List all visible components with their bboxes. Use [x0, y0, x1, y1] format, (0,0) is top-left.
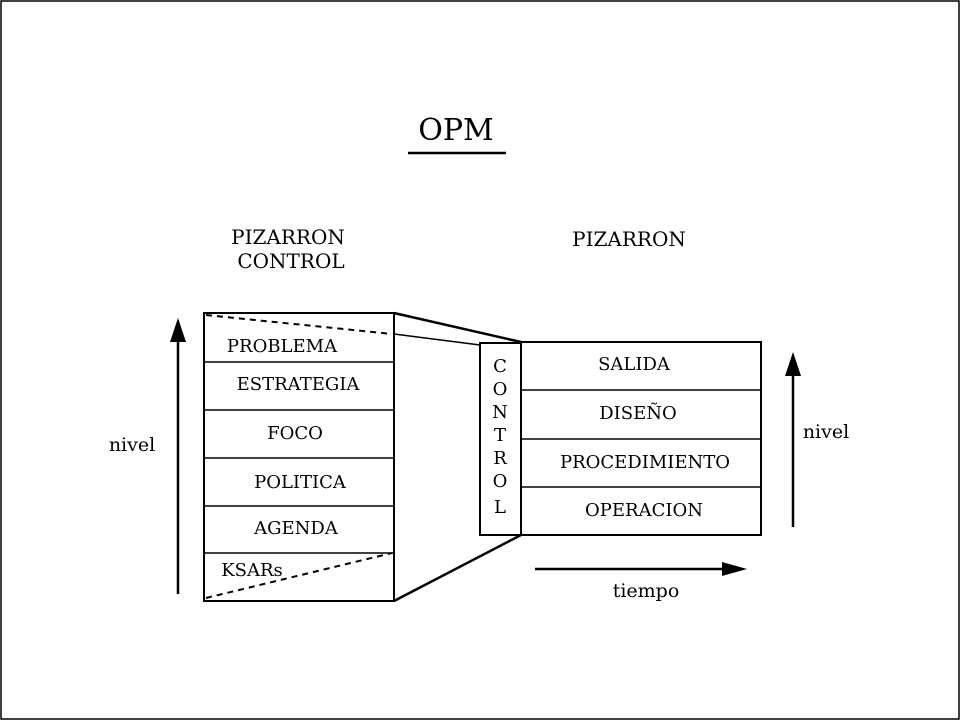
level-estrategia: ESTRATEGIA: [237, 374, 361, 395]
diagram-title: OPM: [418, 113, 494, 148]
level-problema: PROBLEMA: [227, 336, 338, 357]
domain-blackboard-column: SALIDA DISEÑO PROCEDIMIENTO OPERACION: [520, 341, 762, 536]
control-letter: O: [493, 471, 508, 492]
left-header-line-1: PIZARRON: [231, 225, 345, 249]
left-header-line-2: CONTROL: [237, 249, 344, 273]
control-letter: O: [493, 379, 508, 400]
control-letter: C: [493, 356, 507, 377]
control-strip-frame: [479, 342, 522, 536]
connector-inner-top: [393, 333, 481, 346]
level-agenda: AGENDA: [253, 518, 339, 539]
control-letter: N: [492, 402, 508, 423]
control-blackboard-column: PROBLEMA ESTRATEGIA FOCO POLITICA AGENDA…: [203, 312, 395, 602]
level-politica: POLITICA: [254, 472, 347, 493]
control-letter: R: [493, 448, 507, 469]
level-procedimiento: PROCEDIMIENTO: [560, 452, 730, 473]
lower-dashed-line: [205, 552, 393, 599]
control-strip: C O N T R O L: [479, 342, 522, 536]
right-level-arrow-up-icon: [785, 352, 801, 376]
right-axis-label: nivel: [803, 421, 849, 443]
upper-dashed-line: [205, 314, 393, 335]
level-ksars: KSARs: [221, 560, 283, 581]
level-salida: SALIDA: [598, 354, 671, 375]
time-arrow-right-icon: [722, 562, 747, 576]
control-letter: L: [494, 497, 506, 518]
level-operacion: OPERACION: [585, 500, 703, 521]
connector-top: [393, 311, 522, 344]
time-axis-label: tiempo: [613, 580, 680, 602]
left-axis-label: nivel: [109, 434, 155, 456]
level-diseno: DISEÑO: [599, 401, 677, 424]
left-level-arrow-up-icon: [170, 318, 186, 342]
connector-bottom: [393, 533, 522, 603]
right-header: PIZARRON: [572, 227, 686, 251]
control-letter: T: [494, 425, 506, 446]
level-foco: FOCO: [267, 423, 323, 444]
